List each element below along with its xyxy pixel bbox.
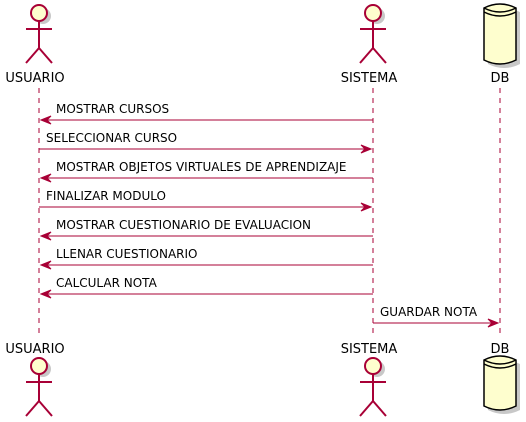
participant-label-usuario-top: USUARIO: [5, 71, 64, 86]
message-7: CALCULAR NOTA: [39, 276, 373, 299]
database-icon: [483, 355, 517, 411]
message-8: GUARDAR NOTA: [373, 305, 500, 328]
arrow-left-icon: [39, 260, 52, 270]
actor-usuario-bottom: USUARIO: [5, 342, 65, 417]
database-db-top: DB: [483, 3, 520, 86]
arrow-left-icon: [39, 231, 52, 241]
message-6: LLENAR CUESTIONARIO: [39, 247, 373, 270]
arrow-right-icon: [487, 318, 500, 328]
participant-label-db-bottom: DB: [491, 342, 510, 357]
participant-label-db-top: DB: [491, 71, 510, 86]
message-label: FINALIZAR MODULO: [46, 189, 166, 203]
message-3: MOSTRAR OBJETOS VIRTUALES DE APRENDIZAJE: [39, 160, 373, 183]
database-db-bottom: DB: [483, 342, 520, 414]
database-icon: [483, 3, 517, 65]
message-label: MOSTRAR CUESTIONARIO DE EVALUACION: [56, 218, 311, 232]
actor-sistema-top: SISTEMA: [341, 4, 398, 86]
actor-head-icon: [30, 4, 48, 22]
arrow-right-icon: [360, 202, 373, 212]
message-label: MOSTRAR CURSOS: [56, 102, 169, 116]
arrow-left-icon: [39, 115, 52, 125]
message-4: FINALIZAR MODULO: [39, 189, 373, 212]
message-label: CALCULAR NOTA: [56, 276, 158, 290]
arrow-left-icon: [39, 173, 52, 183]
message-label: LLENAR CUESTIONARIO: [56, 247, 197, 261]
message-2: SELECCIONAR CURSO: [39, 131, 373, 154]
arrow-right-icon: [360, 144, 373, 154]
participant-label-sistema-bottom: SISTEMA: [341, 342, 398, 357]
message-label: SELECCIONAR CURSO: [46, 131, 177, 145]
actor-head-icon: [30, 357, 48, 375]
actor-head-icon: [364, 4, 382, 22]
message-label: MOSTRAR OBJETOS VIRTUALES DE APRENDIZAJE: [56, 160, 347, 174]
message-5: MOSTRAR CUESTIONARIO DE EVALUACION: [39, 218, 373, 241]
arrow-left-icon: [39, 289, 52, 299]
actor-head-icon: [364, 357, 382, 375]
actor-usuario-top: USUARIO: [5, 4, 65, 86]
participant-label-sistema-top: SISTEMA: [341, 71, 398, 86]
actor-sistema-bottom: SISTEMA: [341, 342, 398, 417]
participant-label-usuario-bottom: USUARIO: [5, 342, 64, 357]
message-1: MOSTRAR CURSOS: [39, 102, 373, 125]
message-label: GUARDAR NOTA: [380, 305, 478, 319]
